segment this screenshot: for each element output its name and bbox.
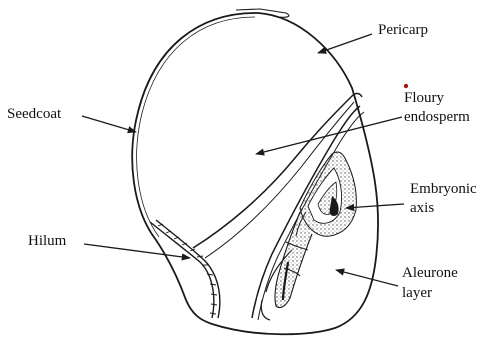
seedcoat-arrow (82, 116, 136, 132)
aleurone-layer-label-line2: layer (402, 284, 432, 303)
embryonic-axis-label-line2: axis (410, 199, 434, 218)
hilum-arrow (84, 244, 190, 258)
embryonic-axis (275, 152, 356, 308)
embryonic-axis-label-line1: Embryonic (410, 180, 477, 199)
leader-arrows (82, 34, 404, 286)
hilum-label: Hilum (28, 232, 66, 251)
floury-endosperm-label-line2: endosperm (404, 108, 470, 127)
pericarp-label: Pericarp (378, 21, 428, 40)
aleurone-layer-arrow (336, 270, 398, 286)
floury-endosperm-label-line1: Floury (404, 89, 444, 108)
seedcoat-label: Seedcoat (7, 105, 61, 124)
pericarp-arrow (318, 34, 372, 53)
marker-dot (404, 84, 408, 88)
hilum-region (150, 220, 220, 318)
aleurone-layer-label-line1: Aleurone (402, 264, 458, 283)
